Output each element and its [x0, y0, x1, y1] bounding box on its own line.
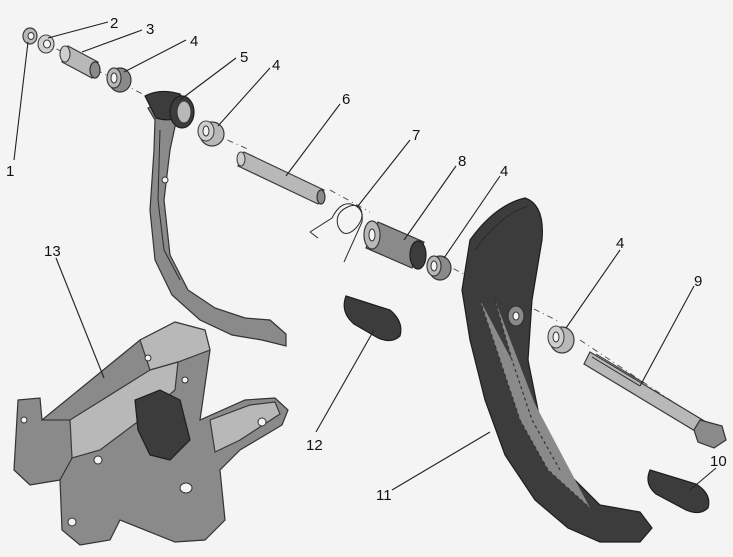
- callout-7: 7: [412, 127, 420, 144]
- callout-10: 10: [710, 453, 727, 470]
- leader-6: [285, 103, 341, 177]
- part-6-pin: [236, 151, 326, 205]
- leader-4a: [123, 39, 187, 73]
- callout-8: 8: [458, 153, 466, 170]
- part-4-bushing-a: [106, 67, 132, 93]
- leader-10: [689, 467, 717, 491]
- part-13-bracket: [13, 321, 289, 546]
- callout-4d: 4: [616, 235, 624, 252]
- part-2-washer: [37, 34, 55, 54]
- callout-3: 3: [146, 21, 154, 38]
- part-9-bolt: [583, 351, 727, 449]
- leader-4d: [565, 249, 621, 329]
- callout-6: 6: [342, 91, 350, 108]
- callout-9: 9: [694, 273, 702, 290]
- callout-4c: 4: [500, 163, 508, 180]
- leader-5: [179, 57, 237, 101]
- part-11-brake-pedal: [461, 197, 653, 543]
- callout-13: 13: [44, 243, 61, 260]
- part-4-bushing-b: [197, 120, 225, 147]
- part-4-bushing-c: [426, 255, 452, 281]
- callout-4a: 4: [190, 33, 198, 50]
- part-5-pedal-lever: [144, 90, 287, 347]
- leader-11: [391, 431, 491, 491]
- leader-9: [639, 285, 695, 387]
- leader-8: [403, 165, 457, 241]
- part-10-pad: [647, 469, 710, 514]
- part-1-nut: [22, 27, 38, 45]
- leader-1: [13, 41, 29, 161]
- callout-2: 2: [110, 15, 118, 32]
- callout-5: 5: [240, 49, 248, 66]
- callout-11: 11: [376, 487, 392, 504]
- part-8-sleeve: [363, 220, 427, 270]
- leader-7: [357, 139, 411, 207]
- part-4-bushing-d: [547, 325, 575, 354]
- leader-3: [81, 29, 143, 53]
- leader-4b: [217, 67, 271, 127]
- callout-12: 12: [306, 437, 323, 454]
- leader-12: [315, 329, 375, 433]
- part-12-pad: [343, 295, 402, 342]
- leader-13: [55, 257, 105, 379]
- leader-lines: [13, 21, 717, 491]
- leader-2: [47, 21, 109, 39]
- part-7-spring: [309, 203, 363, 263]
- leader-4c: [443, 175, 501, 259]
- callout-4b: 4: [272, 57, 280, 74]
- part-3-sleeve: [59, 45, 101, 79]
- callout-1: 1: [6, 163, 14, 180]
